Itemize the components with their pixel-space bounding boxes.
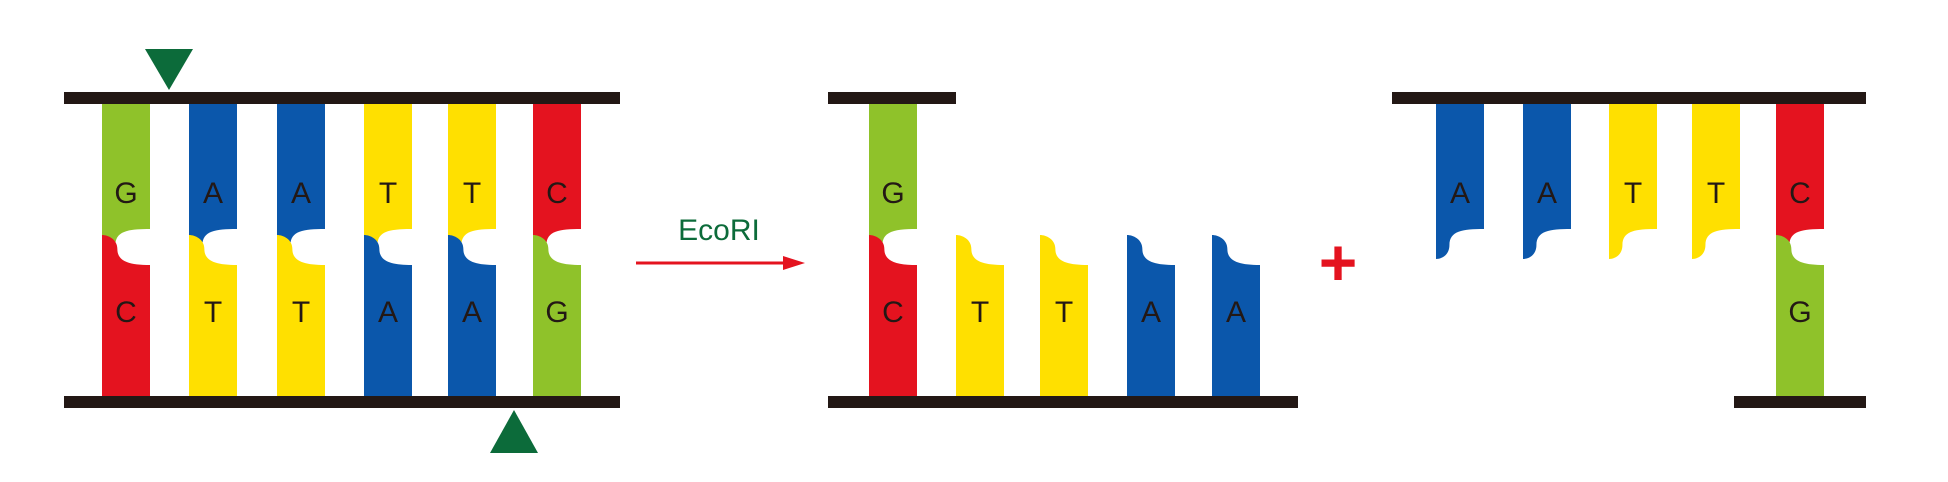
fragment-right-top-base-1: A: [1436, 104, 1484, 259]
fragment-right-top-base-4: T: [1692, 104, 1740, 259]
original-top-base-6: C: [533, 104, 581, 259]
fragment-left-top-base-1-block: [869, 104, 917, 259]
fragment-left-bottom-base-1: C: [869, 235, 917, 396]
fragment-right-top-base-3-letter: T: [1624, 177, 1642, 210]
original-top-base-4-block: [364, 104, 412, 259]
reaction-arrow-group: EcoRI: [636, 214, 805, 270]
fragment-right-top-base-5-block: [1776, 104, 1824, 259]
original-top-base-5-letter: T: [463, 177, 481, 210]
fragment-left-bottom-base-1-block: [869, 235, 917, 396]
fragment-right-top-base-1-block: [1436, 104, 1484, 259]
original-bottom-base-4-block: [364, 235, 412, 396]
original-bottom-base-4-letter: A: [378, 296, 398, 329]
fragment-right-top-base-2-letter: A: [1537, 177, 1557, 210]
original-bottom-base-1-block: [102, 235, 150, 396]
original-top-base-2-letter: A: [203, 177, 223, 210]
original-bottom-backbone: [64, 396, 620, 408]
fragment-right-top-base-5: C: [1776, 104, 1824, 259]
original-top-base-3-block: [277, 104, 325, 259]
original-bottom-base-4: A: [364, 235, 412, 396]
fragment-right-bottom-base-1: G: [1776, 235, 1824, 396]
fragment-left-bottom-base-2-block: [956, 235, 1004, 396]
fragment-right-top-base-3-block: [1609, 104, 1657, 259]
original-top-base-3-letter: A: [291, 177, 311, 210]
fragment-right: A A T T C G: [1392, 92, 1866, 408]
fragment-left-bottom-base-4: A: [1127, 235, 1175, 396]
fragment-right-top-base-2: A: [1523, 104, 1571, 259]
original-bottom-base-5: A: [448, 235, 496, 396]
fragment-left-bottom-base-3-letter: T: [1055, 296, 1073, 329]
fragment-left-bottom-base-5-block: [1212, 235, 1260, 396]
original-bottom-base-3: T: [277, 235, 325, 396]
fragment-left-bottom-base-2-letter: T: [971, 296, 989, 329]
original-top-base-2: A: [189, 104, 237, 259]
original-top-base-4-letter: T: [379, 177, 397, 210]
fragment-left-bottom-backbone: [828, 396, 1298, 408]
original-bottom-base-6-block: [533, 235, 581, 396]
original-bottom-base-1: C: [102, 235, 150, 396]
fragment-left-top-strand: G: [869, 104, 917, 259]
fragment-right-bottom-backbone: [1734, 396, 1866, 408]
original-top-base-3: A: [277, 104, 325, 259]
original-top-base-6-letter: C: [546, 177, 568, 210]
fragment-left-top-base-1: G: [869, 104, 917, 259]
reaction-arrow-head: [783, 256, 805, 270]
enzyme-label: EcoRI: [678, 214, 760, 247]
original-top-base-1-letter: G: [114, 177, 137, 210]
top-cut-marker: [145, 49, 193, 90]
original-bottom-base-2-letter: T: [204, 296, 222, 329]
original-bottom-base-2-block: [189, 235, 237, 396]
original-bottom-base-6-letter: G: [545, 296, 568, 329]
original-top-backbone: [64, 92, 620, 104]
fragment-right-bottom-base-1-letter: G: [1788, 296, 1811, 329]
fragment-right-bottom-base-1-block: [1776, 235, 1824, 396]
original-bottom-base-1-letter: C: [115, 296, 137, 329]
plus-sign: +: [1319, 225, 1358, 299]
fragment-right-top-base-4-letter: T: [1707, 177, 1725, 210]
original-bottom-base-2: T: [189, 235, 237, 396]
original-top-base-5-block: [448, 104, 496, 259]
fragment-right-top-base-3: T: [1609, 104, 1657, 259]
original-bottom-base-3-letter: T: [292, 296, 310, 329]
fragment-left-bottom-base-3: T: [1040, 235, 1088, 396]
fragment-right-top-backbone: [1392, 92, 1866, 104]
fragment-left-bottom-base-3-block: [1040, 235, 1088, 396]
original-top-base-2-block: [189, 104, 237, 259]
fragment-left: G C T T A A: [828, 92, 1298, 408]
original-dna: G A A T T C C T T A A G: [64, 49, 620, 453]
fragment-left-bottom-base-4-block: [1127, 235, 1175, 396]
fragment-right-top-base-4-block: [1692, 104, 1740, 259]
fragment-left-bottom-base-5-letter: A: [1226, 296, 1246, 329]
original-bottom-base-5-letter: A: [462, 296, 482, 329]
original-top-base-4: T: [364, 104, 412, 259]
fragment-right-bottom-strand: G: [1776, 235, 1824, 396]
bottom-cut-marker: [490, 410, 538, 453]
original-top-base-6-block: [533, 104, 581, 259]
original-top-base-5: T: [448, 104, 496, 259]
original-bottom-base-5-block: [448, 235, 496, 396]
fragment-right-top-base-1-letter: A: [1450, 177, 1470, 210]
fragment-left-bottom-base-2: T: [956, 235, 1004, 396]
fragment-left-top-base-1-letter: G: [881, 177, 904, 210]
fragment-left-bottom-base-1-letter: C: [882, 296, 904, 329]
fragment-right-top-base-2-block: [1523, 104, 1571, 259]
original-top-base-1: G: [102, 104, 150, 259]
original-bottom-base-6: G: [533, 235, 581, 396]
fragment-left-bottom-base-4-letter: A: [1141, 296, 1161, 329]
fragment-right-top-base-5-letter: C: [1789, 177, 1811, 210]
fragment-left-bottom-base-5: A: [1212, 235, 1260, 396]
fragment-left-top-backbone: [828, 92, 956, 104]
original-top-base-1-block: [102, 104, 150, 259]
original-bottom-base-3-block: [277, 235, 325, 396]
